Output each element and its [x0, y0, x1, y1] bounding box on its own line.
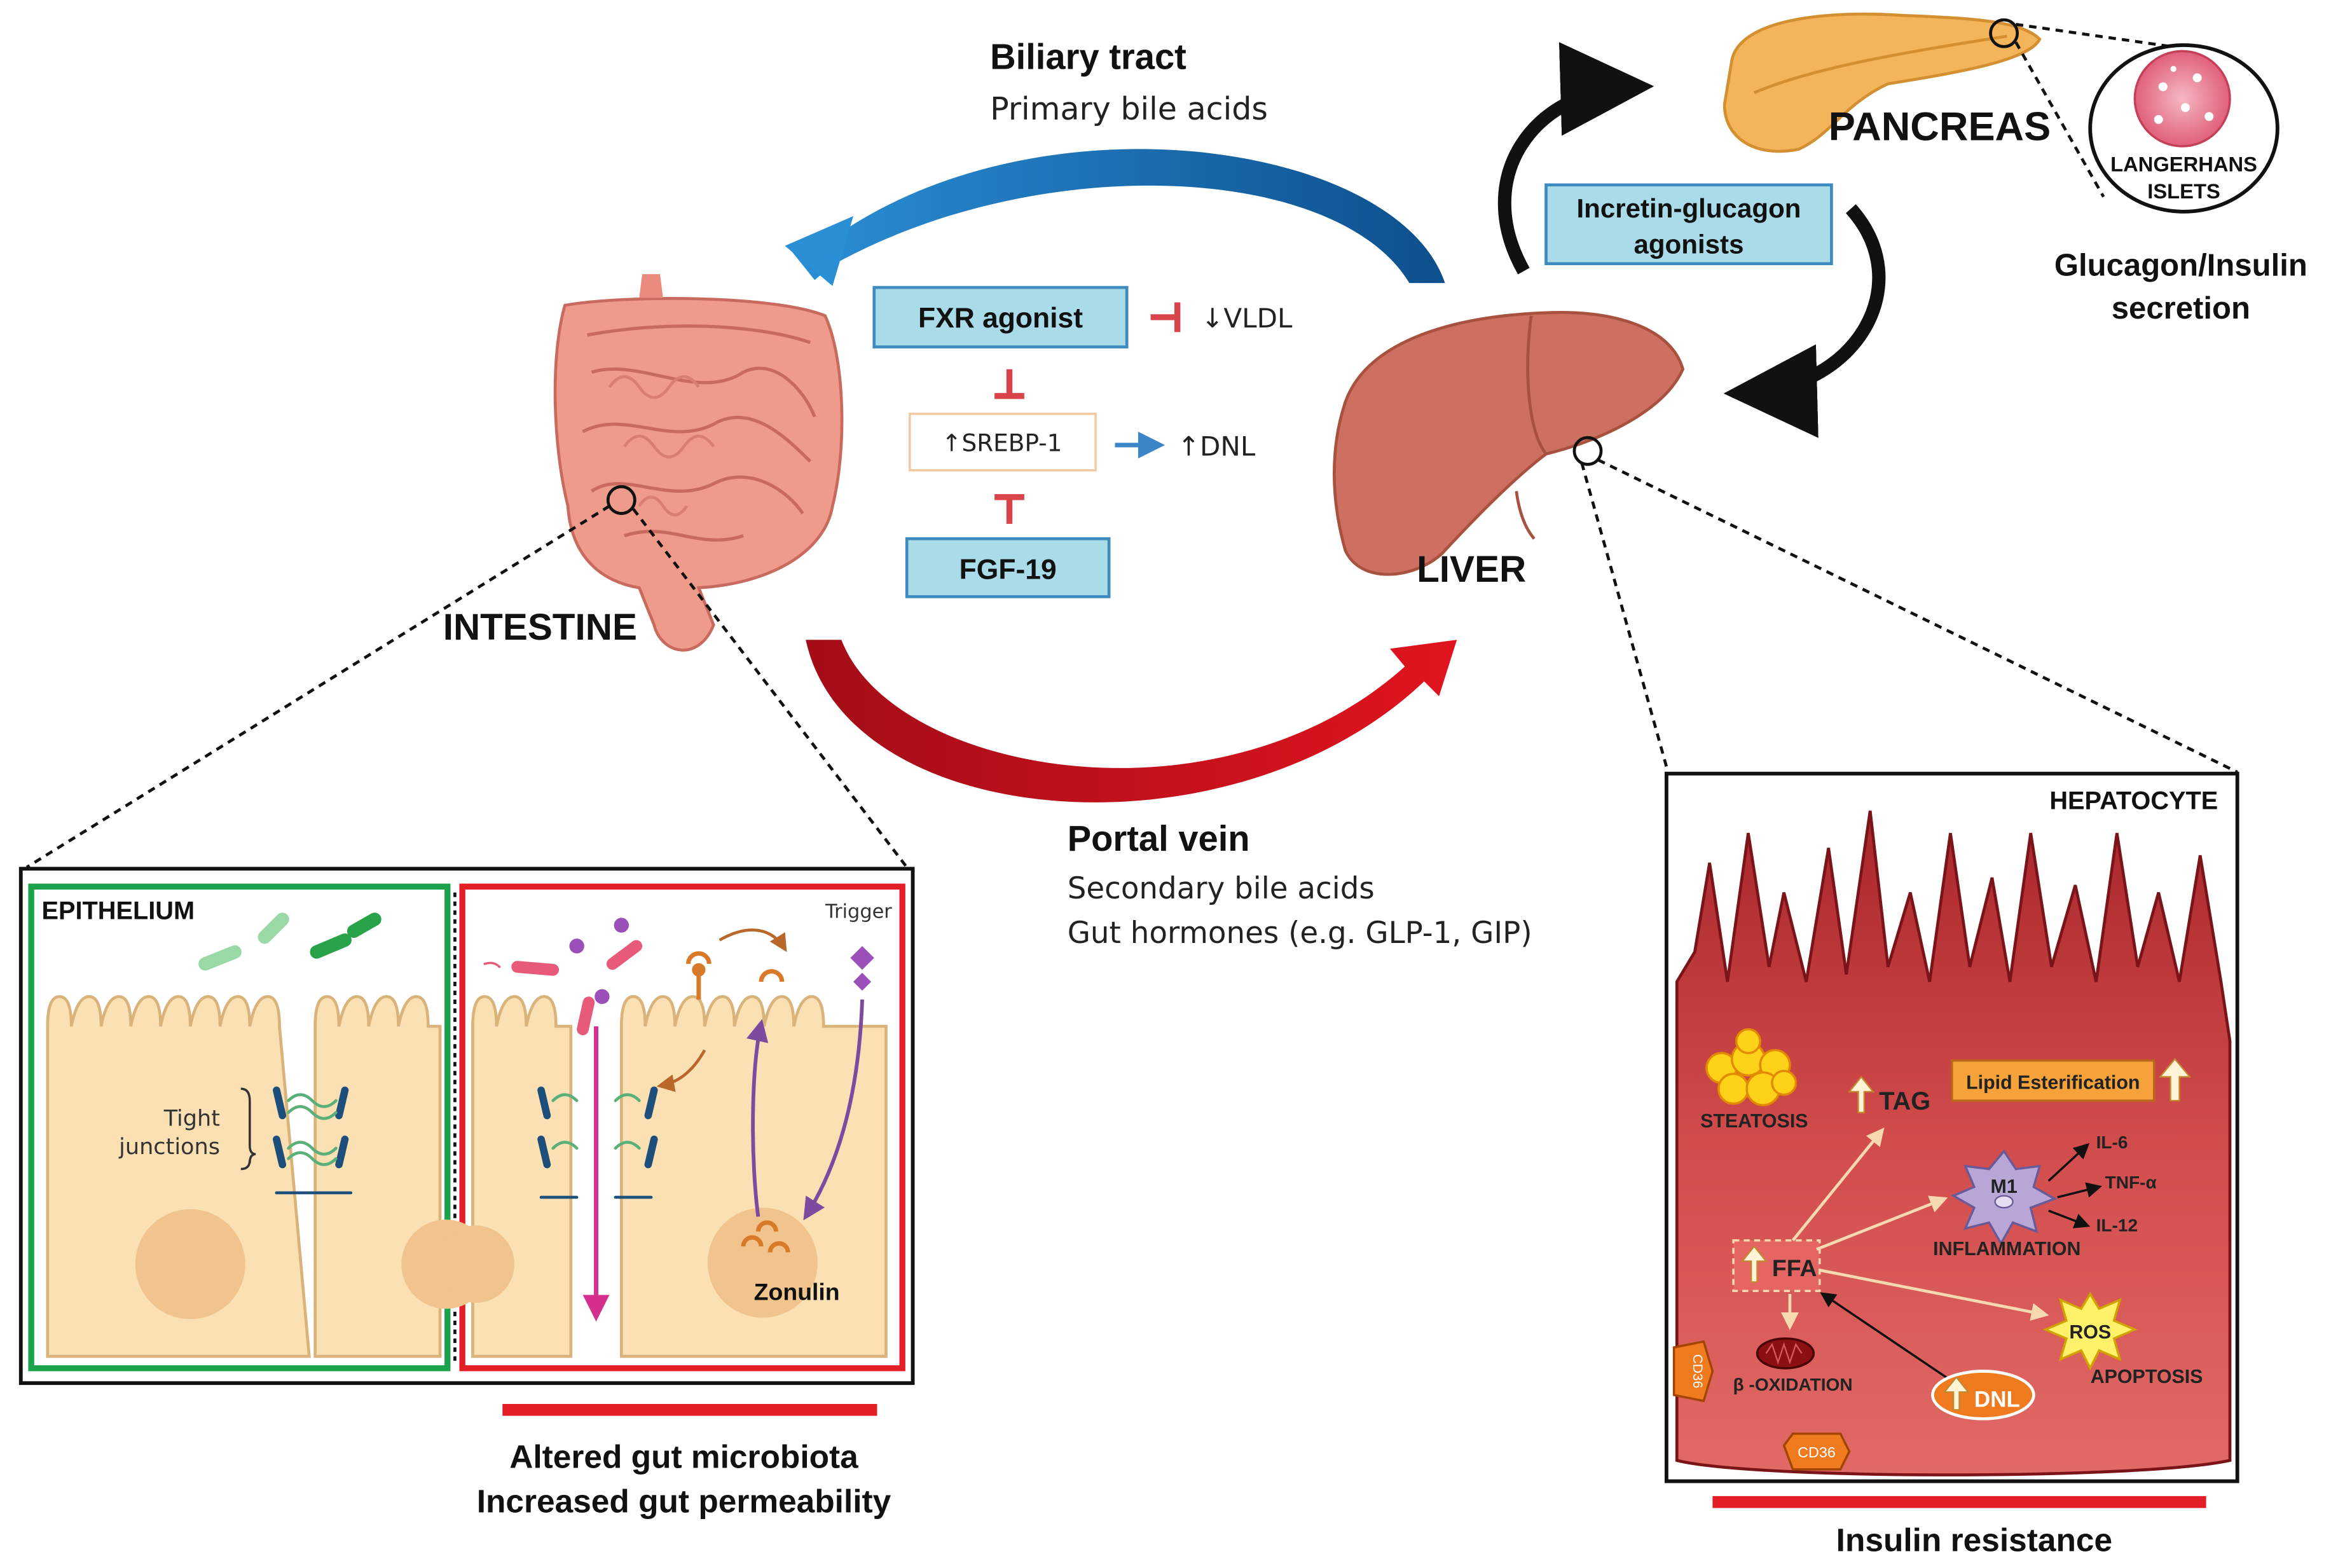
- srebp-label: ↑SREBP-1: [942, 429, 1062, 457]
- zonulin-up-arrow: [746, 1019, 769, 1217]
- portal-title: Portal vein: [1068, 818, 1250, 858]
- intestine-label: INTESTINE: [443, 607, 637, 648]
- cd36-label-left: CD36: [1690, 1354, 1705, 1389]
- disrupted-junctions: [537, 1086, 658, 1199]
- gut-caption-1: Altered gut microbiota: [509, 1438, 858, 1475]
- tag-label: TAG: [1879, 1087, 1930, 1115]
- liver-label: LIVER: [1417, 549, 1526, 590]
- cd36-transporter-bottom: [1782, 1432, 1851, 1471]
- liver-illustration: [1333, 311, 1685, 576]
- lipid-esterification-box: [1951, 1059, 2156, 1102]
- fgf-srebp-inhibit: [994, 494, 1024, 524]
- secretion-line-1: Glucagon/Insulin: [2054, 248, 2307, 282]
- islet-cell-icon: [2133, 50, 2231, 148]
- biliary-arrow: [785, 149, 1445, 286]
- fxr-srebp-inhibit: [994, 369, 1024, 399]
- boxidation-label: β -OXIDATION: [1733, 1375, 1853, 1394]
- zonulin-to-junction-arrow: [656, 1049, 706, 1092]
- zonulin-label: Zonulin: [754, 1278, 840, 1305]
- fxr-box: [872, 285, 1129, 348]
- pancreas-liver-cycle-up-arrow: [1497, 42, 1654, 275]
- insulin-caption: Insulin resistance: [1836, 1521, 2112, 1558]
- dnl-label: ↑DNL: [1178, 430, 1256, 462]
- incretin-line-2: agonists: [1633, 229, 1743, 259]
- liver-zoom-marker: [1572, 436, 1603, 466]
- ros-label: ROS: [2069, 1321, 2111, 1343]
- toxin-particles: [569, 918, 629, 1005]
- mitochondria-icon: [1756, 1337, 1815, 1370]
- vldl-label: ↓VLDL: [1201, 303, 1293, 334]
- incretin-line-1: Incretin-glucagon: [1576, 193, 1801, 223]
- hepatocyte-title: HEPATOCYTE: [2049, 787, 2218, 815]
- biliary-title: Biliary tract: [990, 36, 1186, 76]
- epithelium-title: EPITHELIUM: [41, 897, 195, 925]
- portal-sub-2: Gut hormones (e.g. GLP-1, GIP): [1068, 916, 1532, 951]
- islets-line-2: ISLETS: [2147, 179, 2220, 203]
- leaky-frame: [459, 883, 905, 1372]
- cd36-transporter-left: [1672, 1340, 1714, 1403]
- cd36-label-bottom: CD36: [1798, 1444, 1836, 1461]
- fgf-label: FGF-19: [959, 554, 1057, 585]
- healthy-frame: [28, 883, 451, 1372]
- steatosis-droplets-icon: [1705, 1028, 1798, 1106]
- dnl-up-arrow-icon: [1942, 1375, 1970, 1411]
- intestine-zoom-marker: [606, 485, 636, 515]
- biliary-subtitle: Primary bile acids: [990, 90, 1268, 127]
- pancreas-illustration: [1722, 12, 2042, 153]
- inflammation-label: INFLAMMATION: [1933, 1238, 2080, 1260]
- m1-label: M1: [1991, 1176, 2018, 1197]
- pathogen-bacteria: [483, 940, 643, 1036]
- ffa-box: [1732, 1239, 1821, 1293]
- pancreas-zoom-marker: [1989, 18, 2019, 48]
- dnl-oval-label: DNL: [1974, 1387, 2020, 1412]
- tag-up-arrow-icon: [1848, 1075, 1875, 1113]
- incretin-box: [1544, 183, 1833, 266]
- secretion-line-2: secretion: [2112, 291, 2250, 326]
- portal-vein-arrow: [806, 640, 1457, 802]
- trigger-down-arrow: [803, 999, 864, 1221]
- lipid-up-arrow-icon: [2158, 1057, 2192, 1102]
- healthy-cells: [46, 994, 491, 1358]
- apoptosis-label: APOPTOSIS: [2091, 1366, 2203, 1387]
- zonulin-signal-arrow: [719, 928, 787, 952]
- tight-junction-proteins: [273, 1086, 353, 1195]
- portal-sub-1: Secondary bile acids: [1068, 872, 1375, 906]
- fgf-box: [905, 537, 1111, 598]
- tight-line-1: Tight: [163, 1106, 220, 1132]
- pancreas-liver-cycle-down-arrow: [1723, 204, 1886, 438]
- tnf-label: TNF-α: [2105, 1173, 2157, 1192]
- trigger-label: Trigger: [825, 900, 892, 923]
- il6-label: IL-6: [2096, 1132, 2128, 1152]
- ffa-label: FFA: [1772, 1255, 1817, 1281]
- trigger-icon: [850, 946, 874, 991]
- intestine-illustration: [553, 274, 844, 652]
- pancreas-label: PANCREAS: [1829, 105, 2051, 149]
- zonulin-receptors: [685, 951, 790, 1253]
- il12-label: IL-12: [2096, 1216, 2138, 1235]
- steatosis-label: STEATOSIS: [1700, 1110, 1808, 1132]
- commensal-bacteria: [198, 912, 382, 971]
- islets-line-1: LANGERHANS: [2110, 153, 2257, 176]
- tight-line-2: junctions: [118, 1134, 220, 1160]
- gut-caption-2: Increased gut permeability: [477, 1483, 891, 1520]
- srebp-box: [909, 413, 1097, 472]
- ffa-up-arrow-icon: [1740, 1245, 1768, 1283]
- ros-burst-icon: [2042, 1291, 2138, 1371]
- fxr-label: FXR agonist: [918, 303, 1083, 334]
- fxr-vldl-inhibit: [1150, 302, 1181, 333]
- lipid-esterification-label: Lipid Esterification: [1966, 1071, 2140, 1093]
